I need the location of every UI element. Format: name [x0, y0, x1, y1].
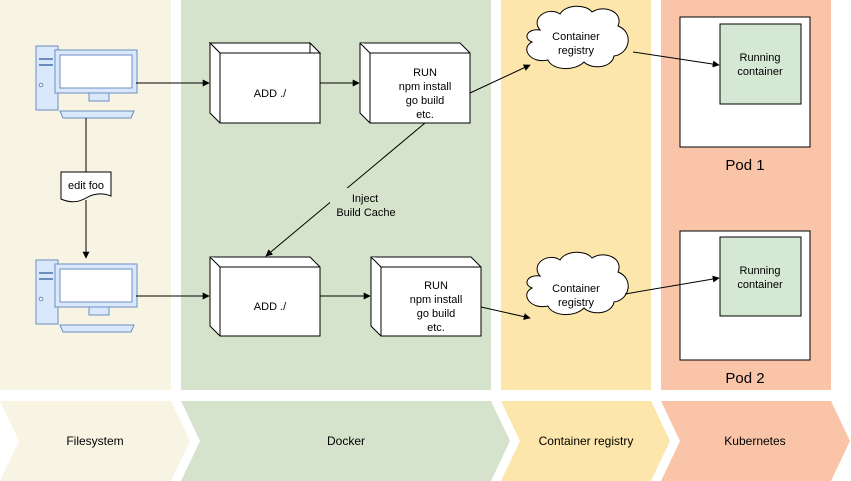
container-text-1-top: Running [740, 52, 781, 64]
run-line-3-top: go build [406, 95, 445, 107]
running-container-top [719, 23, 802, 105]
pod-1: Running container Pod 1 [679, 16, 811, 174]
run-line-1-bottom: RUN [424, 280, 448, 292]
filesystem-chevron [0, 401, 190, 481]
pod-1-label: Pod 1 [725, 157, 764, 174]
running-container-bottom [719, 236, 802, 317]
run-line-2-top: npm install [399, 81, 452, 93]
computer-icon-top [35, 45, 138, 119]
kubernetes-chevron [661, 401, 850, 481]
registry-text-2-top: registry [558, 45, 595, 57]
registry-cloud-top: Container registry [526, 5, 629, 69]
add-block-bottom: ADD ./ [209, 256, 321, 337]
edit-foo-note: edit foo [60, 171, 112, 203]
run-line-4-bottom: etc. [427, 322, 445, 334]
flow-arrows [136, 51, 720, 321]
run-line-4-top: etc. [416, 109, 434, 121]
registry-label: Container registry [539, 434, 634, 448]
docker-chevron [181, 401, 510, 481]
cache-label-2: Build Cache [336, 207, 395, 219]
kubernetes-label: Kubernetes [724, 434, 785, 448]
run-line-1-top: RUN [413, 67, 437, 79]
cache-label-1: Inject [352, 193, 378, 205]
run-line-3-bottom: go build [417, 308, 456, 320]
run-block-bottom: RUN npm install go build etc. [370, 256, 482, 337]
registry-text-1-top: Container [552, 31, 600, 43]
lane-chevrons: Filesystem Docker Container registry Kub… [0, 401, 850, 481]
container-text-2-bottom: container [737, 279, 783, 291]
container-text-2-top: container [737, 66, 783, 78]
registry-cloud-bottom: Container registry [526, 251, 629, 315]
registry-text-1-bottom: Container [552, 283, 600, 295]
registry-text-2-bottom: registry [558, 297, 595, 309]
run-block-top: RUN npm install go build etc. [359, 42, 471, 124]
pod-2: Running container Pod 2 [679, 230, 811, 387]
add-label-top: ADD ./ [254, 88, 287, 100]
filesystem-label: Filesystem [66, 434, 123, 448]
run-line-2-bottom: npm install [410, 294, 463, 306]
docker-label: Docker [327, 434, 365, 448]
registry-chevron [501, 401, 670, 481]
add-block-top: ADD ./ [208, 41, 322, 125]
container-text-1-bottom: Running [740, 265, 781, 277]
pod-2-label: Pod 2 [725, 370, 764, 387]
add-label-bottom: ADD ./ [254, 301, 287, 313]
computer-icon-bottom [35, 259, 138, 333]
edit-foo-label: edit foo [68, 180, 104, 192]
